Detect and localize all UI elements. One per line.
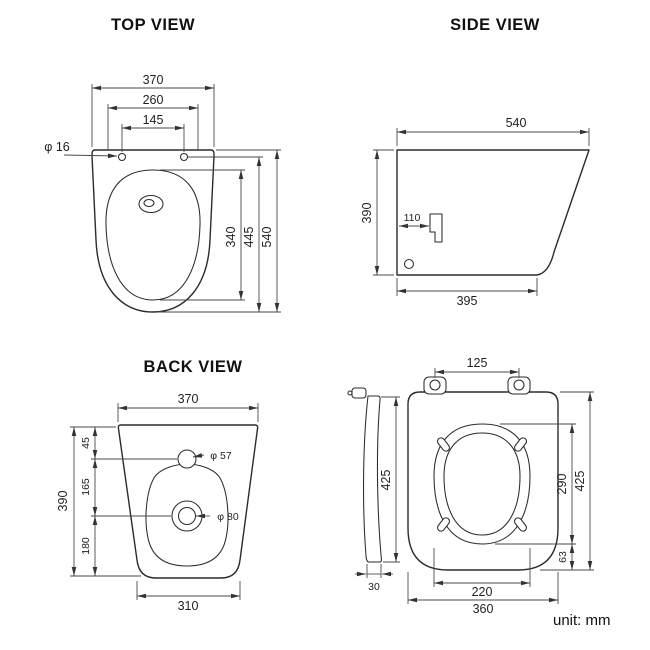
dim-seat-width-overall: 360: [473, 602, 494, 616]
outlet-hole-inner: [177, 506, 197, 526]
toilet-side-outline: [396, 149, 590, 276]
dim-top-depth-to-holes: 445: [242, 227, 256, 248]
dim-seat-opening-length: 290: [555, 474, 569, 495]
seat-profile-outline: [363, 395, 382, 563]
dim-top-width-overall: 370: [143, 73, 164, 87]
dim-top-hole-diameter: φ 16: [44, 140, 70, 154]
dim-back-seg-mid: 165: [80, 478, 92, 496]
top-view-title: TOP VIEW: [111, 16, 195, 34]
mounting-bracket: [429, 213, 443, 243]
dim-top-depth-bowl: 340: [224, 227, 238, 248]
seat-ring-inner: [443, 432, 521, 536]
seat-dimension-lines: [355, 369, 593, 603]
unit-label: unit: mm: [553, 612, 611, 629]
dim-seat-profile-height: 425: [379, 470, 393, 491]
inlet-hole: [177, 449, 197, 469]
flush-outlet-inner: [143, 198, 155, 208]
top-view-dimension-lines: [63, 85, 280, 312]
back-view-title: BACK VIEW: [144, 358, 243, 376]
back-view: BACK VIEW 370 45 165 180: [56, 358, 259, 613]
dim-seat-length-overall: 425: [573, 471, 587, 492]
dim-back-width-top: 370: [178, 392, 199, 406]
side-view-dimension-lines: [374, 129, 589, 294]
side-view-title: SIDE VIEW: [450, 16, 540, 34]
back-view-dimension-lines: [71, 405, 258, 599]
dim-side-outlet-offset: 110: [404, 212, 421, 224]
dim-back-outlet-diameter: φ 80: [217, 511, 239, 523]
seat-bumpers: [437, 437, 527, 532]
dim-side-height: 390: [360, 203, 374, 224]
fixing-hole-left: [117, 152, 127, 162]
dim-seat-opening-width: 220: [472, 585, 493, 599]
dim-top-width-holes: 145: [143, 113, 164, 127]
side-view: SIDE VIEW 540 390 110 395: [360, 16, 590, 308]
hinge-hole-left: [429, 379, 441, 391]
top-view-extension-lines: [91, 84, 281, 313]
seat-hinge-knob: [351, 387, 367, 399]
dim-top-depth-overall: 540: [260, 227, 274, 248]
seat-extension-lines: [366, 368, 594, 604]
dim-back-inlet-diameter: φ 57: [210, 450, 232, 462]
hinge-hole-right: [513, 379, 525, 391]
dim-side-depth-top: 540: [506, 116, 527, 130]
dim-side-depth-bottom: 395: [457, 294, 478, 308]
side-outlet-hole: [403, 258, 415, 270]
dim-top-width-seat: 260: [143, 93, 164, 107]
dim-seat-hinge-spacing: 125: [467, 356, 488, 370]
dim-back-width-bottom: 310: [178, 599, 199, 613]
toilet-rim-outline: [105, 169, 201, 301]
dim-back-seg-bottom: 180: [80, 537, 92, 555]
fixing-hole-right: [179, 152, 189, 162]
dim-seat-profile-thickness: 30: [368, 581, 380, 593]
dim-seat-front-depth: 63: [557, 551, 569, 563]
dim-back-seg-top: 45: [80, 437, 92, 449]
dim-back-height-overall: 390: [56, 491, 70, 512]
top-view: TOP VIEW 370 2: [44, 16, 281, 313]
seat-hinge-pin: [347, 390, 353, 396]
seat-views: 425 30 125 290 63 425 220 360: [347, 356, 594, 616]
